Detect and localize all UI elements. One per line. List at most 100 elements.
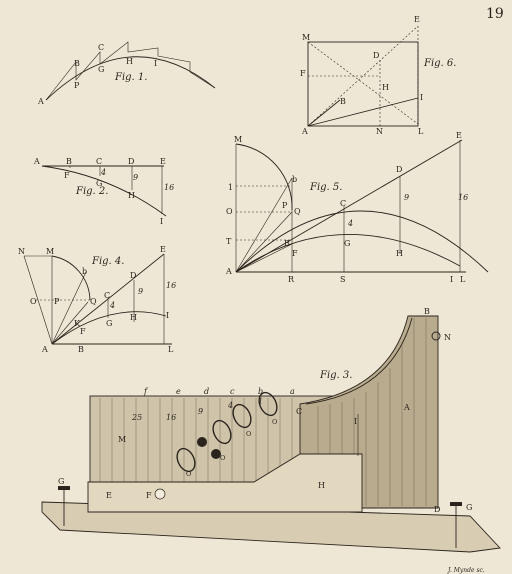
fig3-label-b-top: B xyxy=(424,307,430,316)
fig6-label-b: B xyxy=(340,97,346,106)
fig5-label-h: H xyxy=(396,249,403,258)
fig3-label-o-3: O xyxy=(246,430,251,438)
fig3-label-g-left: G xyxy=(58,477,64,486)
fig5-label-m: M xyxy=(234,135,242,144)
fig4-label-g: G xyxy=(106,319,112,328)
fig5-label-c: C xyxy=(340,199,346,208)
fig3-letter-c: c xyxy=(230,387,235,396)
fig3-letter-e: e xyxy=(176,387,181,396)
fig2-label-b: B xyxy=(66,157,72,166)
fig5-label-q: Q xyxy=(294,207,301,216)
hook xyxy=(431,331,441,341)
fig1-label-h: H xyxy=(126,57,133,66)
fig3-label-e: E xyxy=(106,491,112,500)
fig3-number-16: 16 xyxy=(166,413,176,422)
fig5-large-curve xyxy=(235,210,489,273)
fig3-letter-b: b xyxy=(258,387,263,396)
fig2-label-d: D xyxy=(128,157,134,166)
figure-3-apparatus: Fig. 3. f e d c b a 25 16 9 4 1 B N A C … xyxy=(41,307,501,553)
fig5-label-s: S xyxy=(340,275,345,284)
fig2-label-h: H xyxy=(128,191,135,200)
fig2-number-4: 4 xyxy=(100,168,106,177)
fig6-label-n: N xyxy=(376,127,383,136)
fig5-label-l: L xyxy=(460,275,466,284)
fig4-label-b: B xyxy=(78,345,84,354)
fig2-number-9: 9 xyxy=(133,173,138,182)
fig5-label-1: 1 xyxy=(228,183,233,192)
fig3-label-o-1: O xyxy=(186,470,191,478)
fig3-letter-d: d xyxy=(204,387,209,396)
fig5-label-d: D xyxy=(396,165,402,174)
fig2-label-i: I xyxy=(160,217,163,226)
fig4-label-h: H xyxy=(130,313,137,322)
fig5-label-o: O xyxy=(226,207,233,216)
fig4-label-a: A xyxy=(41,345,48,354)
page-number: 19 xyxy=(486,6,504,22)
fig6-caption: Fig. 6. xyxy=(423,58,456,69)
ball-in-channel xyxy=(154,488,166,500)
fig3-number-4: 4 xyxy=(227,401,233,410)
fig5-label-t: T xyxy=(226,237,232,246)
fig1-curve xyxy=(45,56,216,101)
fig5-number-9: 9 xyxy=(404,193,409,202)
fig3-label-g-right: G xyxy=(466,503,472,512)
fig4-caption: Fig. 4. xyxy=(91,256,124,267)
fig6-label-m: M xyxy=(302,33,310,42)
fig5-number-16: 16 xyxy=(458,193,468,202)
figure-4: Fig. 4. N M E O P Q K F A B L C G H D I … xyxy=(18,245,176,354)
fig2-caption: Fig. 2. xyxy=(75,186,108,197)
ball-2 xyxy=(211,449,221,459)
fig2-number-16: 16 xyxy=(164,183,174,192)
fig2-label-c: C xyxy=(96,157,102,166)
fig2-label-a: A xyxy=(33,157,40,166)
fig3-label-m: M xyxy=(118,435,126,444)
fig4-number-9: 9 xyxy=(138,287,143,296)
ring-3 xyxy=(232,403,252,429)
leveling-screw-left xyxy=(58,486,70,526)
fig2-label-g: G xyxy=(96,179,102,188)
leveling-screw-right xyxy=(450,502,462,548)
fig4-number-4: 4 xyxy=(109,301,115,310)
fig5-label-r: R xyxy=(288,275,295,284)
base-board xyxy=(41,501,501,553)
fig4-label-f: F xyxy=(80,327,86,336)
fig6-label-l: L xyxy=(418,127,424,136)
fig3-label-o-2: O xyxy=(220,454,225,462)
fig3-label-c: C xyxy=(296,407,302,416)
fig3-letter-a: a xyxy=(290,387,295,396)
fig6-label-h: H xyxy=(382,83,389,92)
fig4-label-c: C xyxy=(104,291,110,300)
fig3-label-a: A xyxy=(403,403,410,412)
figure-6: Fig. 6. E M D F H B I A N L xyxy=(300,15,456,136)
fig1-label-i: I xyxy=(154,59,157,68)
fig3-number-9: 9 xyxy=(198,407,203,416)
ring-4 xyxy=(258,391,278,417)
figure-1: Fig. 1. A B P C G H I xyxy=(37,41,216,106)
fig4-label-k: K xyxy=(74,319,81,328)
fig5-caption: Fig. 5. xyxy=(309,182,342,193)
fig6-label-a: A xyxy=(301,127,308,136)
fig1-label-c: C xyxy=(98,43,104,52)
fig1-polygon xyxy=(45,41,216,101)
fig3-label-d: D xyxy=(434,505,440,514)
ring-2 xyxy=(212,419,232,445)
fig5-label-b: b xyxy=(292,175,297,184)
fig2-curve xyxy=(41,165,167,217)
fig4-label-d: D xyxy=(130,271,136,280)
fig6-label-e: E xyxy=(414,15,420,24)
fig3-label-o-4: O xyxy=(272,418,277,426)
fig4-label-b-small: b xyxy=(82,267,87,276)
fig4-label-l: L xyxy=(168,345,174,354)
fig3-number-1: 1 xyxy=(258,397,263,406)
fig1-label-b: B xyxy=(74,59,80,68)
fig4-number-16: 16 xyxy=(166,281,176,290)
fig4-label-m: M xyxy=(46,247,54,256)
fig3-label-n: N xyxy=(444,333,451,342)
fig5-label-g: G xyxy=(344,239,350,248)
fig2-label-f: F xyxy=(64,171,70,180)
fig4-label-p: P xyxy=(54,297,60,306)
fig6-label-f: F xyxy=(300,69,306,78)
fig1-label-g: G xyxy=(98,65,104,74)
fig1-caption: Fig. 1. xyxy=(114,72,147,83)
